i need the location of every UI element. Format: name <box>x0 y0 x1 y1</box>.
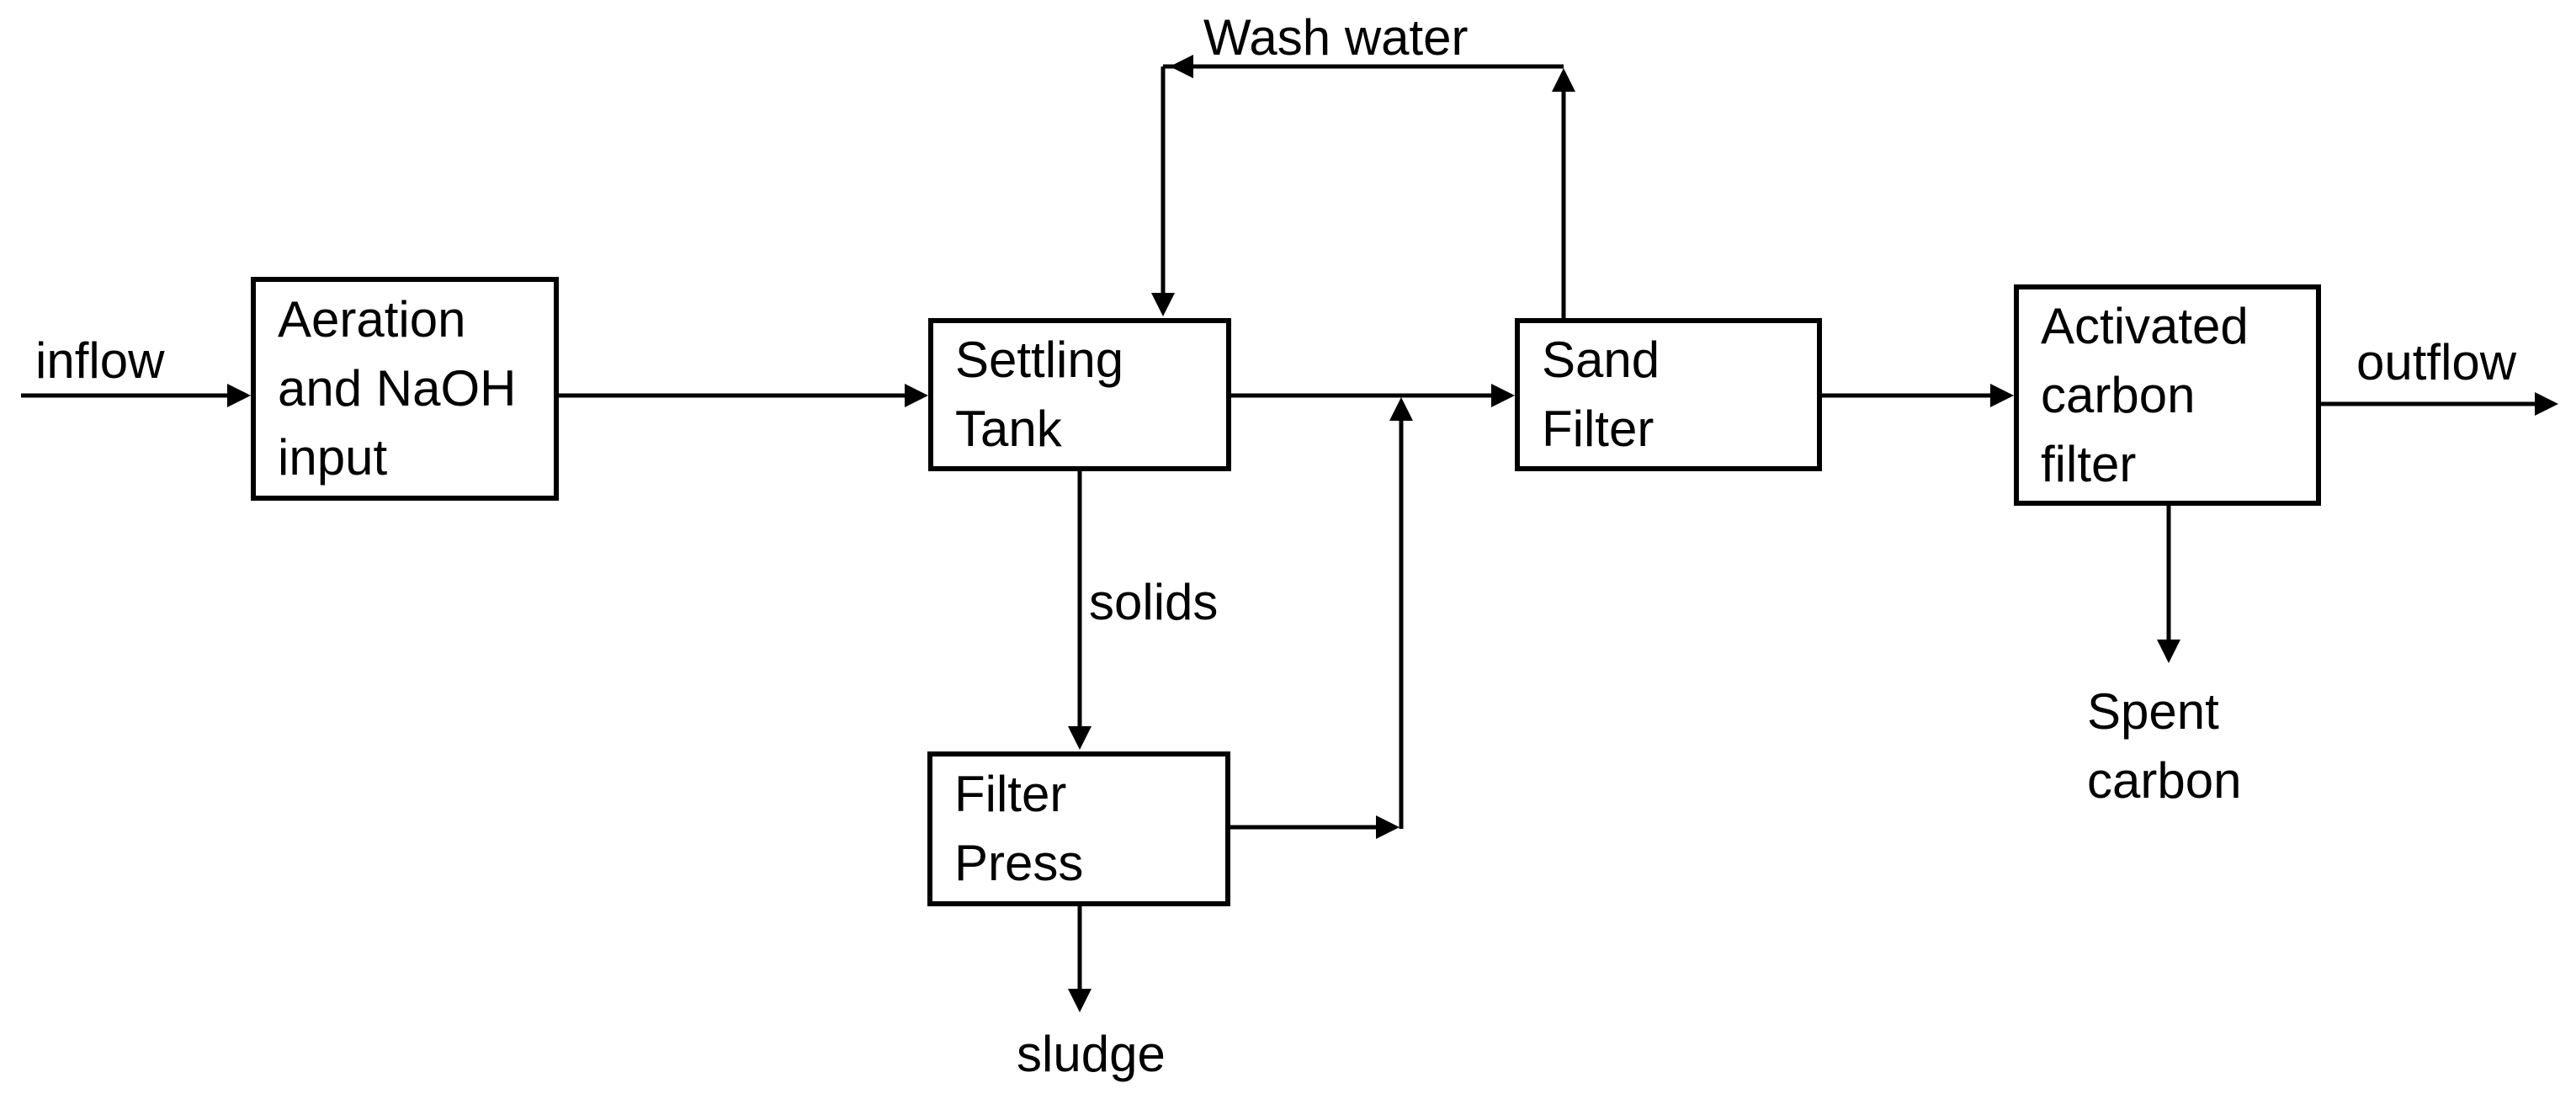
wash-water-return-arrow <box>1151 55 1575 318</box>
stream-label-spent-carbon: Spent carbon <box>2087 677 2241 815</box>
box-label-line: Activated <box>2041 297 2249 354</box>
box-label-line: Settling <box>955 332 1124 388</box>
box-label-line: Sand <box>1542 332 1660 388</box>
stream-label-spent-carbon-line1: Spent <box>2087 683 2219 740</box>
box-label-line: input <box>278 429 388 486</box>
box-label-line: Aeration <box>278 291 466 348</box>
process-box-filter-press: Filter Press <box>927 751 1230 906</box>
stream-label-solids: solids <box>1089 574 1219 630</box>
filter-press-recycle-arrow <box>1230 397 1413 839</box>
stream-label-inflow: inflow <box>35 332 165 389</box>
box-label-line: Filter <box>1542 401 1654 457</box>
box-label-line: Filter <box>954 766 1067 822</box>
process-box-sand-filter: Sand Filter <box>1515 318 1822 471</box>
spent-carbon-arrow <box>2157 506 2180 663</box>
box-label-line: and NaOH <box>278 360 517 417</box>
box-label-line: Press <box>954 835 1084 891</box>
stream-label-sludge: sludge <box>1017 1026 1166 1082</box>
aeration-to-settling-arrow <box>559 384 928 407</box>
process-box-settling-tank: Settling Tank <box>928 318 1231 471</box>
sand-to-carbon-arrow <box>1822 384 2014 407</box>
sludge-arrow <box>1068 906 1091 1012</box>
box-label-line: carbon <box>2041 366 2196 423</box>
process-box-aeration-naoh-input: Aeration and NaOH input <box>251 277 559 501</box>
outflow-arrow <box>2321 392 2558 416</box>
box-label-line: filter <box>2041 435 2137 492</box>
settling-to-sand-arrow <box>1231 384 1515 407</box>
stream-label-wash-water: Wash water <box>1203 9 1469 66</box>
stream-label-outflow: outflow <box>2356 334 2517 390</box>
inflow-arrow <box>21 384 251 407</box>
process-box-activated-carbon-filter: Activated carbon filter <box>2014 284 2321 506</box>
stream-label-spent-carbon-line2: carbon <box>2087 752 2242 809</box>
box-label-line: Tank <box>955 401 1062 457</box>
solids-arrow <box>1068 471 1091 750</box>
